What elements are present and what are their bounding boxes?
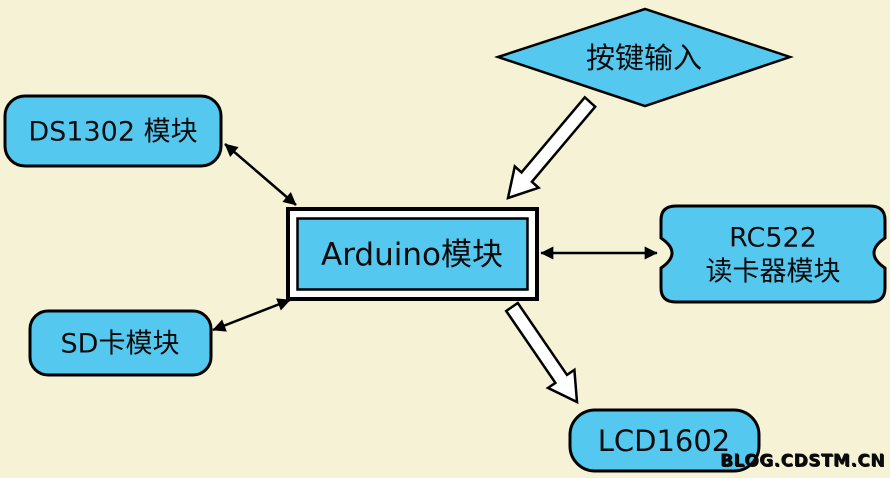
- watermark-text: BLOG.CDSTM.CN: [720, 451, 885, 471]
- keypad-diamond-shape: [494, 7, 794, 108]
- node-lcd1602: LCD1602: [568, 408, 761, 473]
- ds1302-label: DS1302 模块: [28, 117, 197, 148]
- arrow-sdcard-arduino: [212, 298, 291, 332]
- ds1302-shape: [3, 94, 223, 168]
- sd-card-label: SD卡模块: [61, 329, 180, 360]
- hollow-arrow-arduino-to-lcd1602: [504, 301, 579, 405]
- node-arduino: Arduino模块: [286, 207, 539, 301]
- lcd1602-label: LCD1602: [598, 424, 731, 458]
- hollow-arrow-keypad-to-arduino: [506, 95, 597, 200]
- rc522-label-line2: 读卡器模块: [706, 257, 841, 288]
- rc522-label-line1: RC522: [729, 223, 817, 254]
- lcd1602-shape: [568, 408, 761, 473]
- keypad-input-label: 按键输入: [586, 41, 702, 75]
- node-sd-card: SD卡模块: [28, 309, 213, 377]
- rc522-shape: [659, 204, 887, 304]
- watermark-shadow-text: BLOG.CDSTM.CN: [721, 452, 886, 472]
- node-rc522: RC522 读卡器模块: [659, 204, 887, 304]
- node-keypad-input: 按键输入: [494, 7, 794, 108]
- watermark: BLOG.CDSTM.CN BLOG.CDSTM.CN: [720, 451, 886, 472]
- arduino-label: Arduino模块: [321, 237, 503, 273]
- sd-card-shape: [28, 309, 213, 377]
- arrow-ds1302-arduino: [224, 143, 297, 206]
- node-ds1302: DS1302 模块: [3, 94, 223, 168]
- arduino-shape: [296, 217, 529, 291]
